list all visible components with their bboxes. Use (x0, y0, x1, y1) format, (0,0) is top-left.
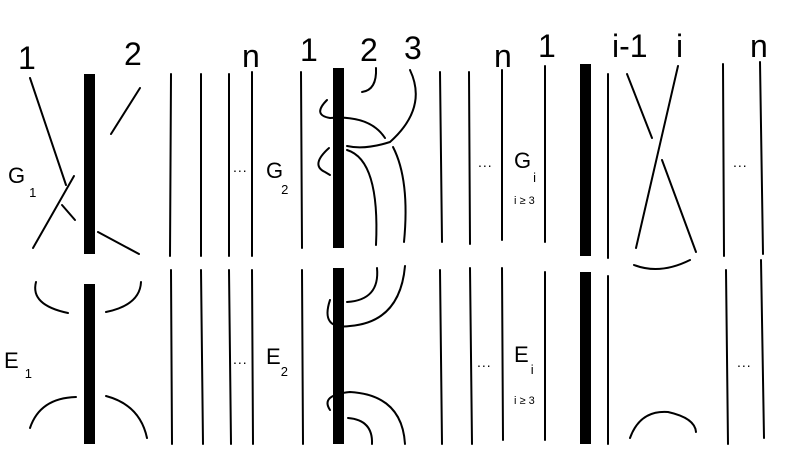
gi-vline-n1 (722, 63, 725, 257)
e1-vline-3 (228, 269, 232, 445)
label-strand-3: 3 (404, 30, 422, 66)
g2-loop-3 (346, 69, 417, 149)
e1-vline-1 (170, 269, 173, 445)
e2-cap-outer (326, 265, 406, 328)
label-strand-i: i (676, 28, 684, 64)
pole-gi (580, 64, 591, 256)
g2-under-2 (317, 147, 331, 176)
g2-subscript: 2 (281, 182, 289, 197)
g1-strand-b (32, 175, 75, 249)
e1-vline-4 (251, 269, 254, 445)
g2-arc-2 (346, 149, 378, 246)
ei-subscript: i (530, 362, 534, 377)
ellipsis: ... (233, 351, 248, 367)
e2-vline-7 (501, 267, 504, 441)
gi-subscript: i (533, 170, 537, 185)
ei-condition: i ≥ 3 (514, 395, 535, 407)
ellipsis: ... (233, 159, 248, 175)
e1-cap-right (105, 281, 142, 313)
g2-arc-3 (392, 146, 407, 243)
e1-subscript: 1 (24, 366, 32, 381)
label-strand-1: 1 (538, 28, 556, 64)
ellipsis: ... (477, 354, 492, 370)
gi-strand-cross-c (661, 159, 697, 253)
pole-e2 (333, 268, 344, 444)
label-g1: G1 (8, 163, 36, 200)
e2-vline-5 (439, 269, 443, 445)
ei-vline-n1 (725, 269, 729, 445)
g1-strand-c (61, 204, 76, 221)
g2-over-3 (319, 99, 386, 139)
e2-vline-6 (469, 267, 473, 445)
pole-ei (580, 272, 591, 444)
gi-letter: G (514, 148, 532, 173)
gi-cup (633, 259, 691, 270)
gi-strand-cross-b (635, 65, 679, 249)
e2-cap-inner (346, 267, 379, 303)
e2-subscript: 2 (280, 364, 288, 379)
ei-letter: E (514, 342, 529, 367)
g2-vline-5 (439, 71, 443, 243)
label-g2: G2 (266, 158, 288, 197)
ei-vline-n2 (760, 259, 765, 439)
e2-cup-outer (326, 390, 406, 445)
label-e1: E1 (4, 348, 32, 381)
label-strand-2: 2 (124, 36, 142, 72)
g1-vline-1 (169, 73, 172, 257)
ellipsis: ... (737, 354, 752, 370)
g1-strand-e (110, 87, 141, 135)
g2-vline-6 (468, 71, 471, 245)
ei-cup (629, 410, 697, 439)
label-strand-n: n (494, 38, 512, 74)
label-strand-1: 1 (18, 40, 36, 76)
label-ei: Ei (514, 342, 534, 377)
pole-g2 (333, 68, 344, 248)
g1-strand-d (97, 231, 140, 255)
label-e2: E2 (266, 344, 288, 379)
e1-cup-right (105, 395, 148, 439)
g1-strand-a (29, 77, 67, 186)
gi-strand-cross-a (626, 73, 653, 139)
gi-condition: i ≥ 3 (514, 195, 535, 207)
label-strand-1: 1 (300, 32, 318, 68)
label-strand-i-minus-1: i-1 (612, 28, 648, 64)
e2-letter: E (266, 344, 281, 369)
e2-vline-1 (301, 269, 304, 445)
ellipsis: ... (733, 154, 748, 170)
pole-e1 (84, 284, 95, 444)
g2-vline-1 (300, 71, 303, 249)
g1-letter: G (8, 163, 26, 188)
g2-hook-2 (361, 67, 378, 93)
e1-cap-left (34, 281, 69, 314)
gi-vline-n2 (759, 61, 764, 255)
e1-cup-left (29, 396, 77, 429)
label-strand-2: 2 (360, 32, 378, 68)
label-strand-n: n (750, 28, 768, 64)
e1-letter: E (4, 348, 19, 373)
e1-vline-2 (200, 269, 204, 445)
e2-cup-inner (347, 417, 374, 445)
pole-g1 (84, 74, 95, 254)
label-gi: Gi (514, 148, 536, 185)
g1-subscript: 1 (29, 185, 37, 200)
g2-letter: G (266, 158, 284, 183)
label-strand-n: n (242, 38, 260, 74)
ellipsis: ... (478, 154, 493, 170)
